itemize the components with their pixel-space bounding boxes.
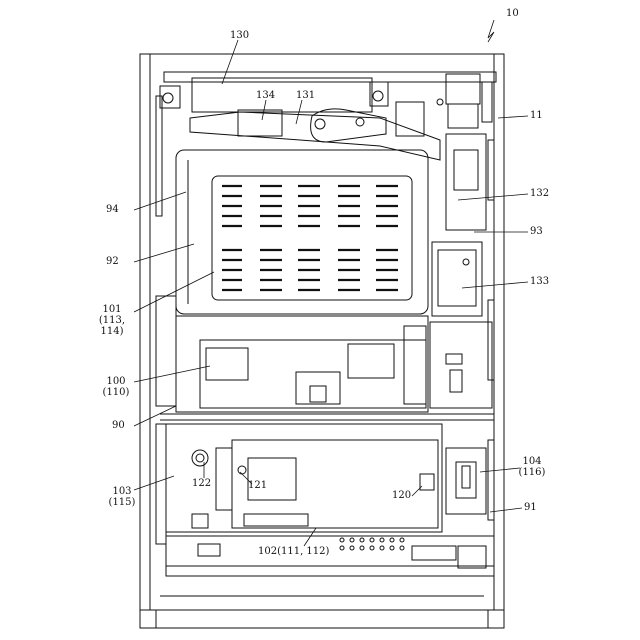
label-120: 120: [392, 490, 411, 501]
panel-133: [432, 242, 482, 316]
knob-122: [192, 450, 208, 466]
hood-inner: [212, 176, 412, 300]
outer-cabinet: [140, 54, 504, 628]
label-10: 10: [506, 8, 519, 19]
label-104-sub: (116): [516, 467, 548, 478]
label-102: 102(111, 112): [258, 546, 329, 557]
unit-104: [446, 448, 486, 514]
label-134: 134: [256, 90, 275, 101]
top-panel-130: [192, 78, 372, 112]
label-100-sub: (110): [100, 387, 132, 398]
label-103: 103 (115): [106, 486, 138, 508]
label-101-main: 101: [94, 304, 130, 315]
label-104: 104 (116): [516, 456, 548, 478]
label-11: 11: [530, 110, 543, 121]
label-93: 93: [530, 226, 543, 237]
label-92: 92: [106, 256, 119, 267]
label-101-sub2: 114): [94, 326, 130, 337]
label-101: 101 (113, 114): [94, 304, 130, 337]
label-133: 133: [530, 276, 549, 287]
vent-slots: [222, 186, 398, 290]
label-101-sub1: (113,: [94, 315, 130, 326]
label-130: 130: [230, 30, 249, 41]
label-100: 100 (110): [100, 376, 132, 398]
bottom-vent-holes: [340, 538, 404, 550]
panel-132: [446, 134, 486, 230]
label-103-main: 103: [106, 486, 138, 497]
label-94: 94: [106, 204, 119, 215]
label-90: 90: [112, 420, 125, 431]
label-132: 132: [530, 188, 549, 199]
label-100-main: 100: [100, 376, 132, 387]
board-100: [176, 316, 428, 412]
label-104-main: 104: [516, 456, 548, 467]
label-91: 91: [524, 502, 537, 513]
label-103-sub: (115): [106, 497, 138, 508]
label-121: 121: [248, 480, 267, 491]
leader-lines: [134, 20, 528, 546]
label-131: 131: [296, 90, 315, 101]
label-122: 122: [192, 478, 211, 489]
